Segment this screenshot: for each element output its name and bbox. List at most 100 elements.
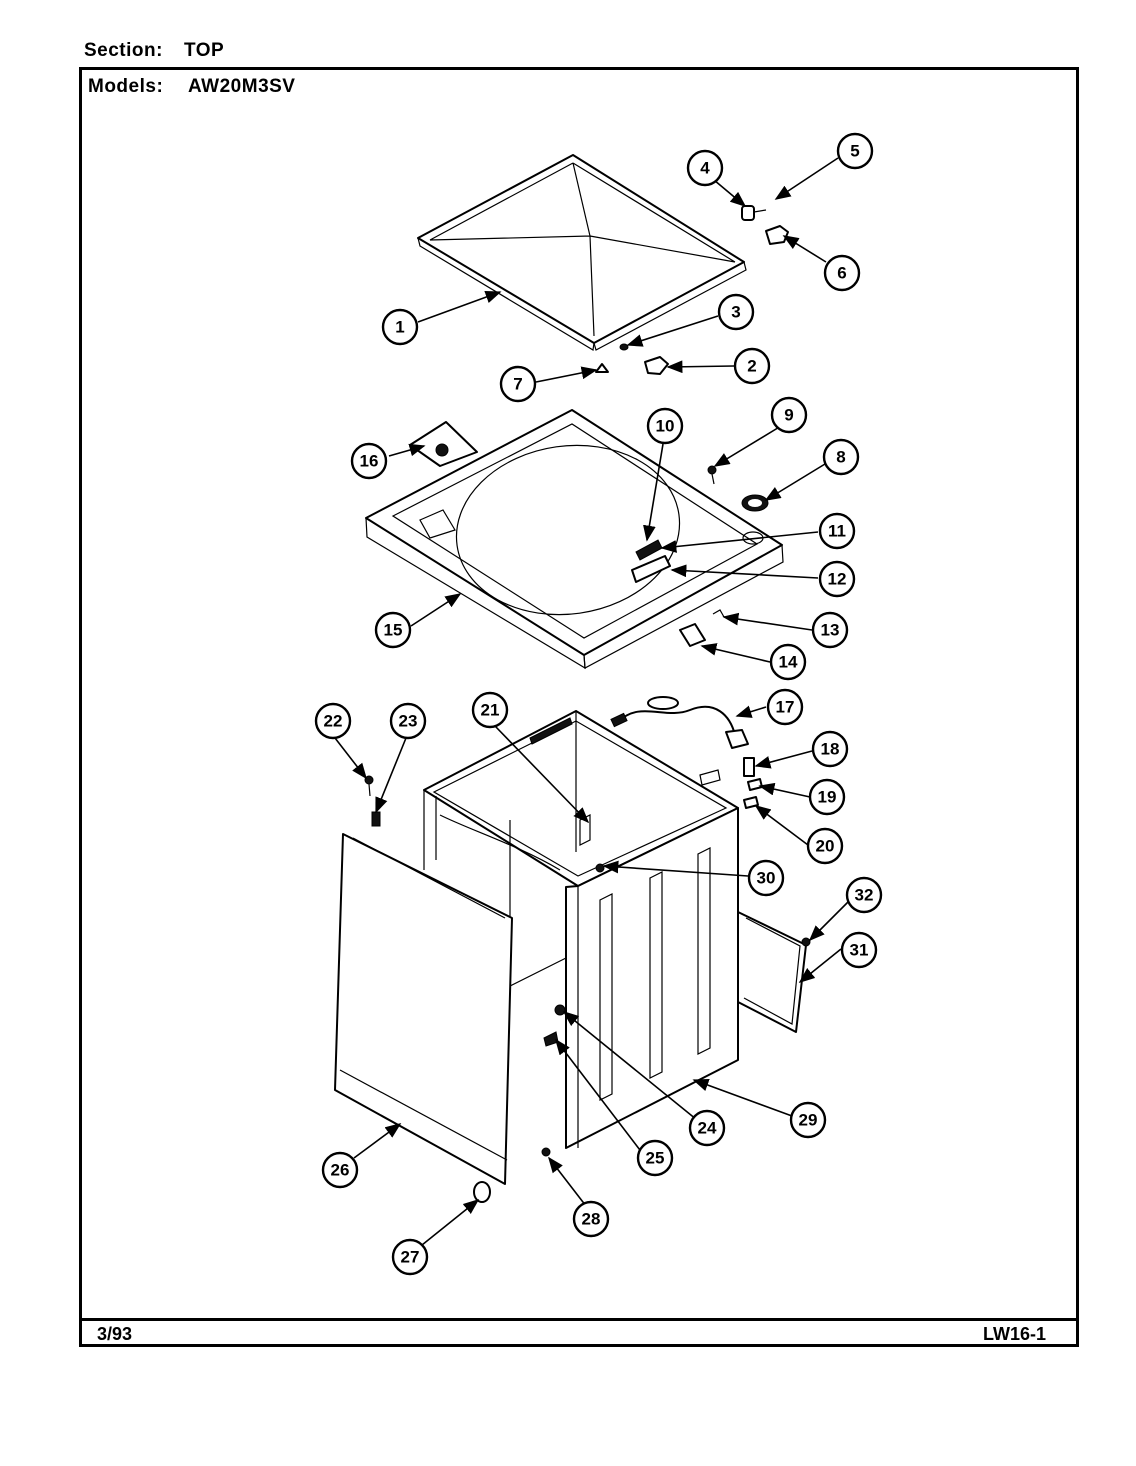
part-bumper-7 [595, 363, 609, 373]
part-front-panel [334, 833, 513, 1185]
svg-text:25: 25 [646, 1149, 665, 1168]
part-top-lid [417, 154, 747, 351]
svg-text:12: 12 [828, 570, 847, 589]
callout-25: 25 [636, 1139, 674, 1177]
callout-18: 18 [811, 730, 849, 768]
svg-text:7: 7 [513, 375, 522, 394]
part-screw-32 [801, 937, 811, 947]
callout-12: 12 [818, 560, 856, 598]
part-screw-24-25 [543, 1004, 566, 1047]
part-bracket-12 [631, 555, 671, 583]
part-hinge-14 [679, 623, 706, 647]
svg-text:13: 13 [821, 621, 840, 640]
svg-text:9: 9 [784, 406, 793, 425]
svg-text:14: 14 [779, 653, 798, 672]
svg-text:16: 16 [360, 452, 379, 471]
models-value: AW20M3SV [188, 76, 296, 97]
part-hinge-pin-4 [741, 205, 767, 221]
section-header: Section: TOP [84, 40, 224, 62]
part-hinge-block-6 [765, 225, 789, 245]
svg-text:26: 26 [331, 1161, 350, 1180]
callout-14: 14 [769, 643, 807, 681]
svg-text:23: 23 [399, 712, 418, 731]
svg-text:15: 15 [384, 621, 403, 640]
footer-date: 3/93 [97, 1324, 133, 1344]
part-screw-22 [364, 775, 374, 797]
callout-17: 17 [766, 688, 804, 726]
callout-21: 21 [471, 691, 509, 729]
callout-31: 31 [840, 931, 878, 969]
callout-20: 20 [806, 827, 844, 865]
svg-text:29: 29 [799, 1111, 818, 1130]
svg-text:22: 22 [324, 712, 343, 731]
part-screw-28 [541, 1147, 551, 1157]
svg-text:18: 18 [821, 740, 840, 759]
callout-30: 30 [747, 859, 785, 897]
part-dispenser-cup [409, 421, 478, 467]
callout-11: 11 [818, 512, 856, 550]
svg-text:27: 27 [401, 1248, 420, 1267]
callout-6: 6 [823, 254, 861, 292]
leader-lines [334, 157, 849, 1246]
callout-29: 29 [789, 1101, 827, 1139]
svg-text:2: 2 [747, 357, 756, 376]
callout-7: 7 [499, 365, 537, 403]
part-rear-panel [737, 911, 807, 1033]
svg-text:3: 3 [731, 303, 740, 322]
callout-2: 2 [733, 347, 771, 385]
svg-text:31: 31 [850, 941, 869, 960]
part-screw-30 [595, 863, 605, 873]
footer-code: LW16-1 [983, 1324, 1047, 1344]
section-value: TOP [184, 40, 225, 61]
callout-22: 22 [314, 702, 352, 740]
svg-text:28: 28 [582, 1210, 601, 1229]
callout-5: 5 [836, 132, 874, 170]
callout-27: 27 [391, 1238, 429, 1276]
callout-4: 4 [686, 149, 724, 187]
part-cabinet [423, 710, 739, 1149]
callout-28: 28 [572, 1200, 610, 1238]
part-grommet-8 [741, 494, 769, 512]
part-top-cover [365, 409, 784, 670]
callout-15: 15 [374, 611, 412, 649]
svg-text:17: 17 [776, 698, 795, 717]
callout-26: 26 [321, 1151, 359, 1189]
svg-text:24: 24 [698, 1119, 717, 1138]
part-clip-13 [712, 609, 725, 618]
callout-32: 32 [845, 876, 883, 914]
part-screw-9 [707, 465, 717, 485]
part-power-cord [610, 696, 749, 749]
callout-16: 16 [350, 442, 388, 480]
svg-text:6: 6 [837, 264, 846, 283]
part-screw-3 [619, 343, 629, 351]
diagram-frame [79, 67, 1079, 1347]
part-clip-2 [644, 356, 669, 375]
section-label: Section: [84, 40, 163, 61]
callout-3: 3 [717, 293, 755, 331]
svg-text:5: 5 [850, 142, 859, 161]
svg-text:10: 10 [656, 417, 675, 436]
svg-text:19: 19 [818, 788, 837, 807]
models-header: Models: AW20M3SV [88, 76, 295, 98]
svg-text:21: 21 [481, 701, 500, 720]
svg-text:11: 11 [828, 522, 846, 541]
part-clip-23 [371, 811, 381, 827]
svg-text:30: 30 [757, 869, 776, 888]
models-label: Models: [88, 76, 164, 97]
callout-9: 9 [770, 396, 808, 434]
part-foot-27 [473, 1181, 491, 1203]
svg-text:8: 8 [836, 448, 845, 467]
callout-19: 19 [808, 778, 846, 816]
callout-8: 8 [822, 438, 860, 476]
svg-text:20: 20 [816, 837, 835, 856]
callout-1: 1 [381, 308, 419, 346]
callout-23: 23 [389, 702, 427, 740]
callout-13: 13 [811, 611, 849, 649]
footer-divider [79, 1318, 1079, 1321]
svg-text:1: 1 [395, 318, 404, 337]
svg-text:4: 4 [700, 159, 710, 178]
svg-text:32: 32 [855, 886, 874, 905]
callout-10: 10 [646, 407, 684, 445]
callout-24: 24 [688, 1109, 726, 1147]
